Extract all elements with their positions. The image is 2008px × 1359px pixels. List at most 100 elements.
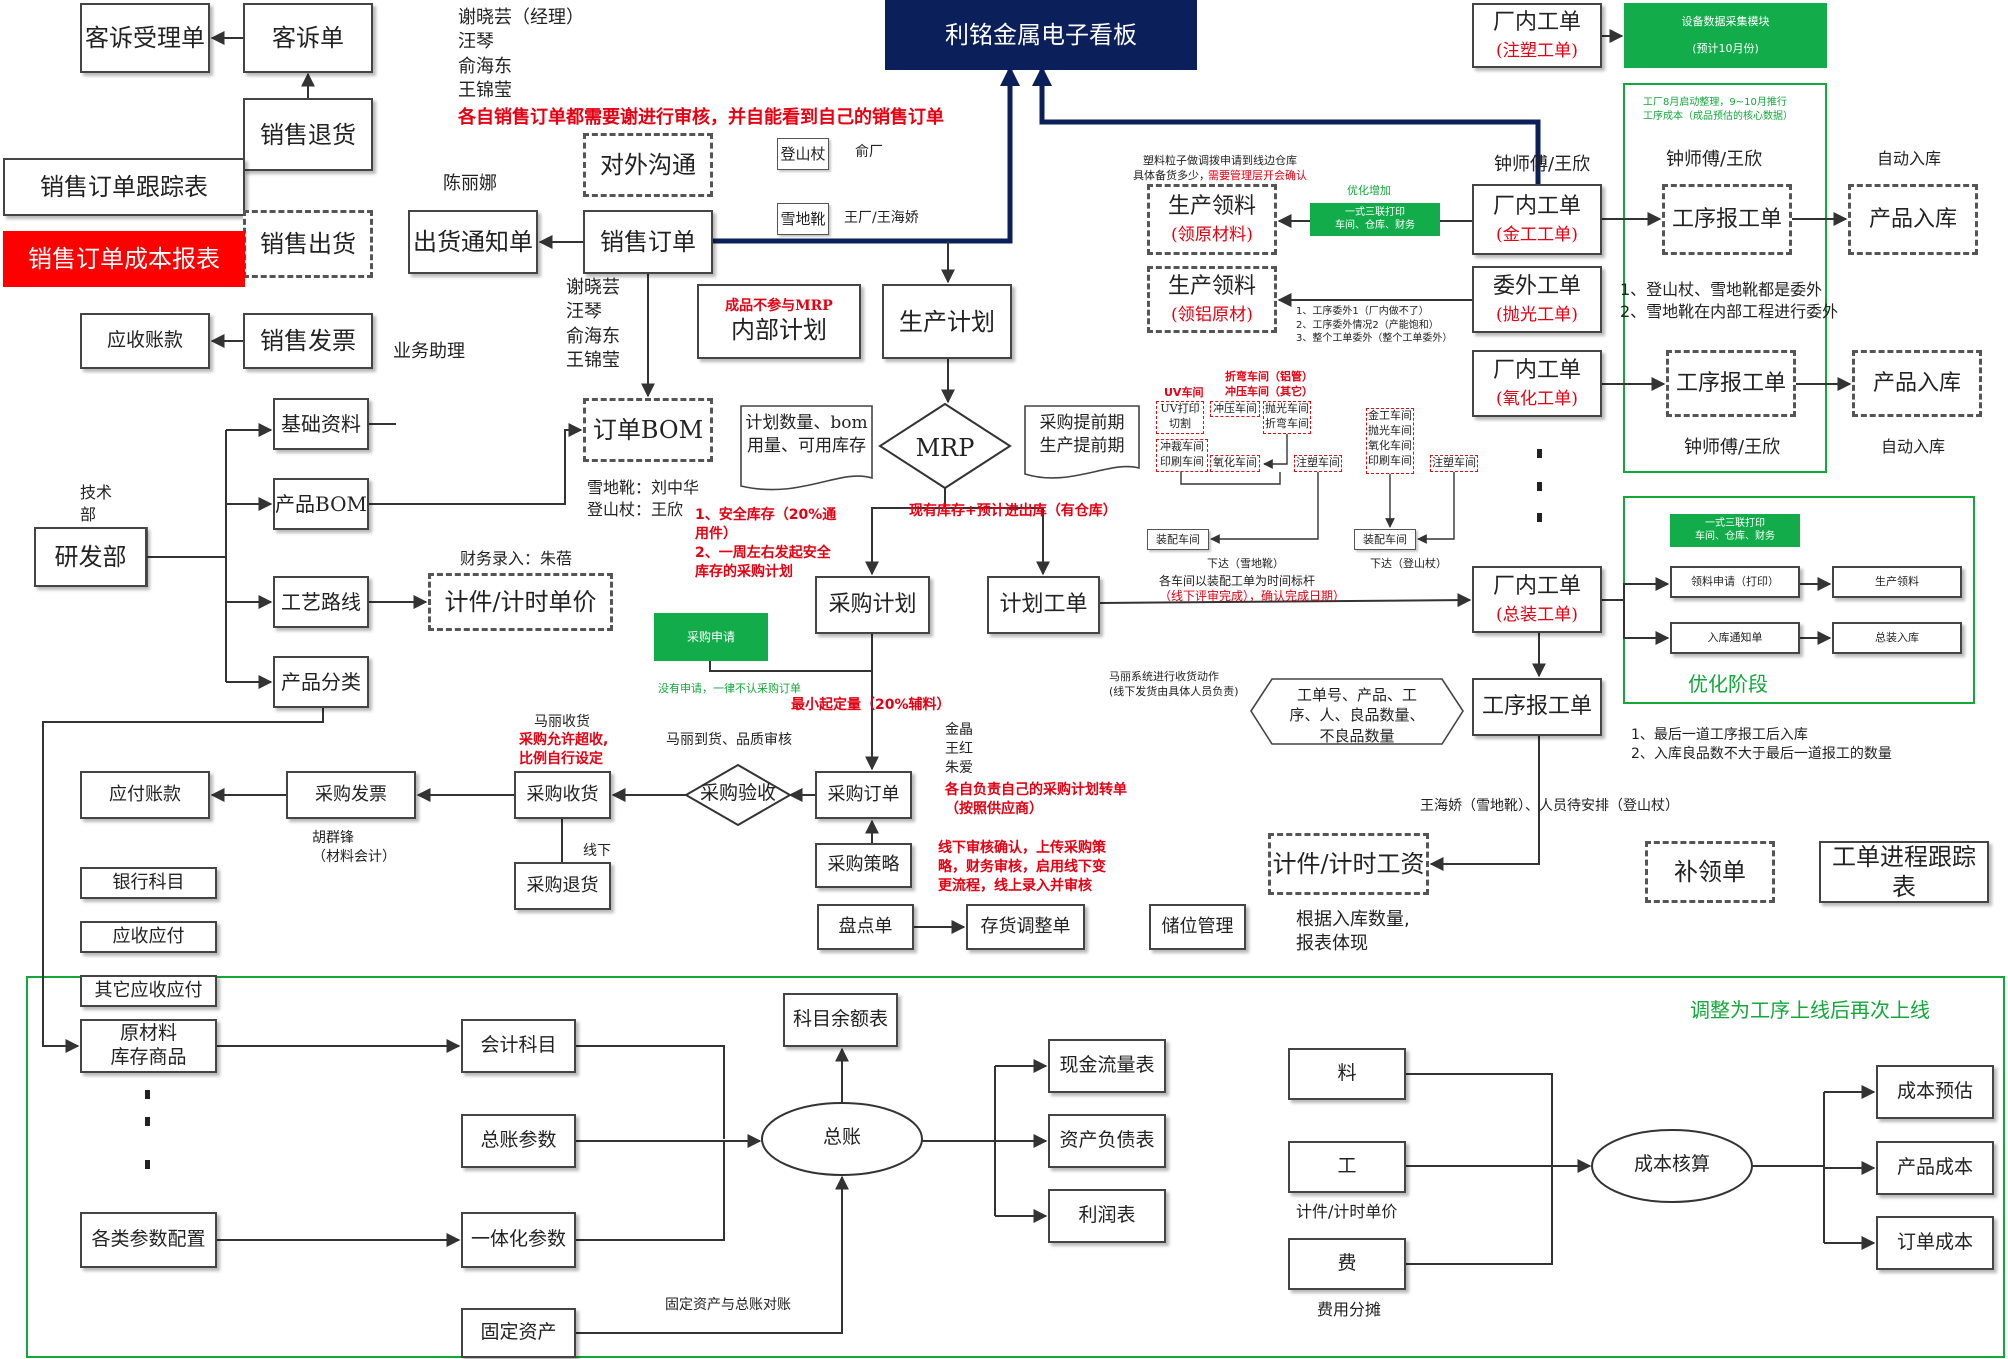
yuancailiao-box: 原材料 库存商品 (80, 1019, 217, 1073)
caigou-shenqing-label: 采购申请 (686, 629, 735, 644)
zhong-wang-2-text: 钟师傅/王欣 (1666, 149, 1763, 170)
gongdan-jindu-label: 工单进程跟踪表 (1832, 843, 1976, 901)
caigou-yanshou-shape (683, 763, 793, 827)
gongxu-baogong-3-label: 工序报工单 (1481, 694, 1592, 720)
kemu-yue-label: 科目余额表 (792, 1008, 888, 1031)
changnei-jingong-box: 厂内工单(金工工单) (1472, 184, 1602, 255)
kemu-yue-box: 科目余额表 (783, 993, 898, 1047)
xianjin-liuliang-box: 现金流量表 (1048, 1039, 1166, 1093)
hu-qunfeng-text: 胡群锋 （材料会计） (312, 830, 396, 865)
duiwai-goutong-label: 对外沟通 (600, 151, 696, 179)
zhong-wang-1-text: 钟师傅/王欣 (1494, 154, 1591, 175)
caigou-fapiao-box: 采购发票 (286, 771, 416, 819)
zhuangpei-chejian-2-box: 装配车间 (1354, 529, 1416, 550)
kesu-shouli-label: 客诉受理单 (85, 24, 205, 52)
chanpin-fenlei-label: 产品分类 (281, 669, 361, 694)
jichu-ziliao-label: 基础资料 (281, 411, 361, 436)
shengchan-lingliao-2-subtitle: (领铝原材) (1170, 304, 1253, 325)
chuhuo-tongzhi-label: 出货通知单 (413, 228, 533, 256)
yanghua-chejian-label: 氧化车间 (1213, 456, 1257, 469)
chanpin-ruku-1-box: 产品入库 (1848, 184, 1978, 255)
weiwai-gongdan-subtitle: (抛光工单) (1495, 304, 1578, 325)
chengben-baobiao-label: 销售订单成本报表 (28, 245, 220, 273)
xiaoshou-tuihuo-label: 销售退货 (260, 120, 356, 149)
jijian-danjia-box: 计件/计时单价 (428, 573, 613, 631)
yishi-sanlian-1-label: 一式三联打印 车间、仓库、财务 (1335, 207, 1415, 231)
zichan-fuzhai-box: 资产负债表 (1048, 1114, 1166, 1168)
jishu-bu-text: 技术 部 (80, 483, 113, 524)
mali-shouhuo-text: 马丽收货 (534, 714, 590, 730)
gongdanhao-label: 工单号、产品、工 序、人、良品数量、 不良品数量 (1289, 686, 1425, 745)
kuaiji-kemu-label: 会计科目 (480, 1034, 557, 1057)
xiada-dengshan-text: 下达（登山杖） (1370, 557, 1447, 570)
gelei-canshu-label: 各类参数配置 (91, 1228, 206, 1251)
chanpin-bom-box: 产品BOM (273, 478, 369, 530)
paoguang-chejian-label: 抛光车间 折弯车间 (1265, 402, 1309, 430)
tiaozheng-shangxian-text: 调整为工序上线后再次上线 (1690, 998, 1930, 1022)
xianxia-pingshen-text: （线下评审完成），确认完成日期） (1159, 589, 1346, 603)
zongzhang-shape (761, 1102, 923, 1176)
caigou-tuihuo-label: 采购退货 (526, 874, 599, 896)
shengchan-lingliao-1-subtitle: (领原材料) (1170, 224, 1253, 245)
yinhang-kemu-box: 银行科目 (80, 867, 217, 899)
suliao-lizi-text: 塑料粒子做调拨申请到线边仓库 (1143, 154, 1297, 167)
lingliao-shenqing-label: 领料申请（打印） (1691, 575, 1779, 589)
zichan-fuzhai-label: 资产负债表 (1059, 1129, 1155, 1152)
chengben-baobiao-box: 销售订单成本报表 (3, 231, 245, 287)
changnei-yanghua-subtitle: (氧化工单) (1495, 388, 1578, 409)
xuedi-tag-label: 雪地靴 (780, 209, 826, 228)
xuedi-liu-text: 雪地靴：刘中华 登山杖：王欣 (587, 478, 700, 519)
kanban-link-sales (713, 66, 1020, 244)
xuedi-tag-box: 雪地靴 (777, 203, 829, 235)
chongcai-chejian-box: 冲裁车间 印刷车间 (1156, 439, 1208, 472)
duiwai-goutong-box: 对外沟通 (583, 133, 713, 197)
shengchan-lingliao-3-label: 生产领料 (1875, 575, 1919, 589)
chanpin-ruku-2-box: 产品入库 (1852, 350, 1982, 417)
zhuangpei-chejian-1-box: 装配车间 (1147, 529, 1209, 550)
mei-shenqing-text: 没有申请，一律不认采购订单 (658, 682, 801, 695)
bulingdan-label: 补领单 (1674, 858, 1746, 886)
changnei-zhusu-box: 厂内工单(注塑工单) (1472, 3, 1602, 68)
flow-arrows (42, 29, 1876, 1334)
yingshou-zhangkuan-box: 应收账款 (80, 313, 210, 369)
shengchan-jihua-label: 生产计划 (899, 307, 995, 336)
yishi-sanlian-2-box: 一式三联打印 车间、仓库、财务 (1670, 514, 1800, 547)
caigou-shenqing-box: 采购申请 (654, 613, 768, 661)
xianxia-text: 线下 (583, 843, 611, 859)
yu-chang-text: 俞厂 (855, 144, 883, 160)
changnei-zhusu-subtitle: (注塑工单) (1495, 40, 1578, 61)
yuancailiao-label: 原材料 库存商品 (110, 1022, 187, 1068)
xiaoshou-fapiao-label: 销售发票 (260, 327, 356, 355)
gongxu-baogong-1-box: 工序报工单 (1662, 184, 1792, 255)
chanpin-ruku-1-label: 产品入库 (1868, 206, 1957, 232)
feiyong-fentan-text: 费用分摊 (1317, 1300, 1382, 1319)
chongya-chejian-box: 冲压车间 (1210, 401, 1260, 417)
zuihou-gongxu-text: 1、最后一道工序报工后入库 2、入库良品数不大于最后一道报工的数量 (1631, 727, 1892, 762)
zongzhuang-ruku-box: 总装入库 (1832, 622, 1962, 654)
xiada-xuedi-text: 下达（雪地靴） (1207, 557, 1284, 570)
lirun-biao-label: 利润表 (1078, 1204, 1136, 1227)
xianxia-shenhe-text: 线下审核确认，上传采购策 略，财务审核，启用线下变 更流程，线上录入并审核 (938, 840, 1106, 894)
xiaoshou-chuhuo-label: 销售出货 (260, 230, 356, 258)
xiao-team-text: 谢晓芸（经理） 汪琴 俞海东 王锦莹 (458, 7, 584, 101)
chanpin-chengben-box: 产品成本 (1876, 1141, 1994, 1195)
gongyi-luxian-label: 工艺路线 (281, 589, 361, 614)
weiwai-gongdan-label: 委外工单 (1492, 274, 1581, 300)
gong-label: 工 (1337, 1155, 1357, 1178)
liao-box: 料 (1288, 1048, 1406, 1100)
yingfu-zhangkuan-box: 应付账款 (80, 771, 210, 819)
chanpin-chengben-label: 产品成本 (1896, 1156, 1973, 1179)
chanpin-bom-label: 产品BOM (275, 491, 367, 516)
caigou-dingdan-label: 采购订单 (827, 783, 900, 805)
uv-chejian-text: UV车间 (1164, 386, 1204, 399)
caiwu-zhu-text: 财务录入：朱蓓 (460, 549, 573, 568)
xiaoshou-genzong-box: 销售订单跟踪表 (3, 158, 245, 216)
jihua-shuliang-label: 计划数量、bom 用量、可用库存 (745, 413, 868, 456)
zhong-wang-3-text: 钟师傅/王欣 (1684, 437, 1781, 458)
caigou-celue-box: 采购策略 (815, 843, 912, 888)
neibu-jihua-note: 成品不参与MRP (725, 297, 833, 314)
zidong-ruku-2-text: 自动入库 (1881, 437, 1946, 456)
caigou-yanshou-label: 采购验收 (699, 782, 776, 804)
caigou-celue-label: 采购策略 (827, 854, 900, 876)
